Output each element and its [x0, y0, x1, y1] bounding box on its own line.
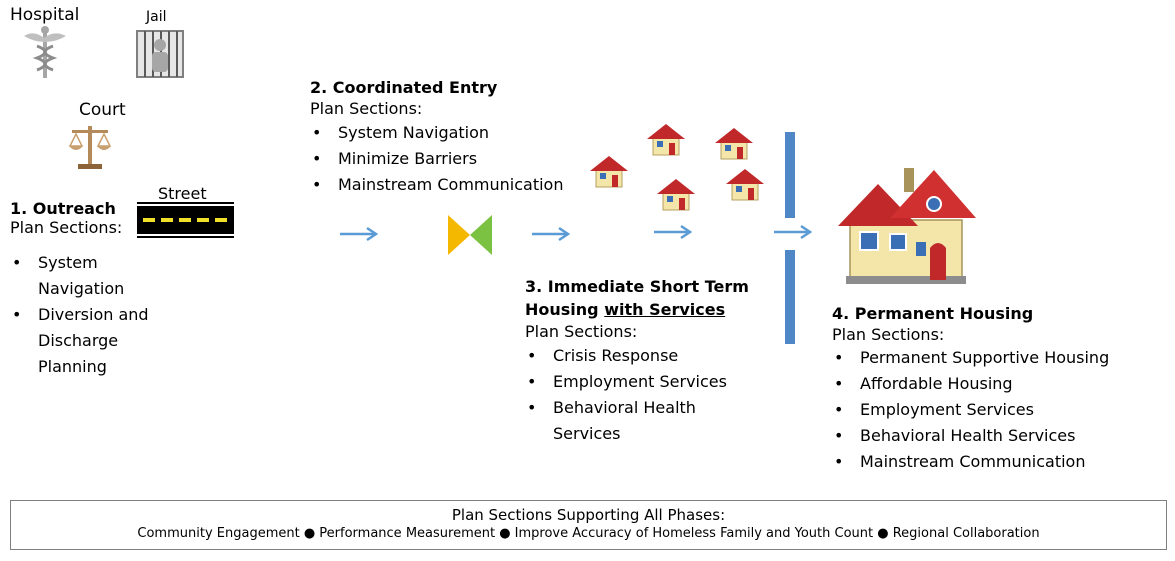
- permanent-housing-item: Mainstream Communication: [832, 449, 1109, 475]
- short-term-title-services: with Services: [604, 300, 726, 319]
- scales-icon: [68, 126, 112, 169]
- short-term-item-text: Behavioral Health: [553, 398, 696, 417]
- barrier-bar-top: [785, 132, 795, 218]
- short-term-item-text: Services: [553, 424, 621, 443]
- coordinated-entry-title: 2. Coordinated Entry: [310, 78, 498, 97]
- house-icon: [726, 169, 764, 201]
- flow-arrow-icon: [774, 224, 813, 240]
- outreach-section: 1. Outreach Plan Sections:: [10, 199, 122, 237]
- outreach-item: System: [38, 253, 98, 272]
- permanent-housing-item: Behavioral Health Services: [832, 423, 1109, 449]
- coordinated-entry-item: Mainstream Communication: [310, 172, 563, 198]
- short-term-item: Employment Services: [525, 369, 749, 395]
- street-label: Street: [158, 184, 207, 203]
- outreach-list: • System Navigation • Diversion and Disc…: [12, 253, 149, 376]
- supporting-phases-list: Community Engagement ● Performance Measu…: [137, 526, 1040, 541]
- permanent-housing-subtitle: Plan Sections:: [832, 325, 945, 344]
- permanent-housing-section: 4. Permanent Housing Plan Sections: Perm…: [832, 304, 1109, 475]
- coordinated-entry-item: Minimize Barriers: [310, 146, 563, 172]
- outreach-item: Planning: [38, 357, 107, 376]
- house-icon: [590, 156, 628, 188]
- flow-arrow-icon: [340, 226, 379, 242]
- short-term-title-housing: Housing: [525, 300, 605, 319]
- court-label: Court: [79, 100, 126, 120]
- caduceus-icon: [24, 26, 66, 78]
- outreach-title: 1. Outreach: [10, 199, 116, 218]
- outreach-item: Discharge: [38, 331, 119, 350]
- outreach-item: Diversion and: [38, 305, 149, 324]
- permanent-housing-title: 4. Permanent Housing: [832, 304, 1034, 323]
- supporting-phases-box: Plan Sections Supporting All Phases: Com…: [10, 500, 1167, 550]
- house-icon: [715, 128, 753, 160]
- outreach-item: Navigation: [38, 279, 125, 298]
- short-term-title: 3. Immediate Short Term: [525, 277, 749, 296]
- permanent-housing-item: Employment Services: [832, 397, 1109, 423]
- jail-icon: [136, 30, 184, 78]
- coordinated-entry-subtitle: Plan Sections:: [310, 99, 423, 118]
- short-term-section: 3. Immediate Short Term Housing with Ser…: [525, 277, 749, 447]
- flow-arrow-icon: [654, 224, 693, 240]
- outreach-subtitle: Plan Sections:: [10, 218, 123, 237]
- short-term-title-line2: Housing with Services: [525, 300, 749, 319]
- permanent-house-icon: [838, 168, 976, 284]
- valve-icon: [448, 215, 492, 255]
- coordinated-entry-item: System Navigation: [310, 120, 563, 146]
- house-icon: [657, 179, 695, 211]
- house-icon: [647, 124, 685, 156]
- coordinated-entry-section: 2. Coordinated Entry Plan Sections: Syst…: [310, 78, 563, 198]
- flow-arrow-icon: [532, 226, 571, 242]
- jail-label: Jail: [146, 9, 167, 25]
- barrier-bar-bottom: [785, 250, 795, 344]
- short-term-subtitle: Plan Sections:: [525, 322, 638, 341]
- permanent-housing-item: Permanent Supportive Housing: [832, 345, 1109, 371]
- supporting-phases-title: Plan Sections Supporting All Phases:: [451, 506, 726, 524]
- street-icon: [137, 202, 234, 238]
- hospital-label: Hospital: [10, 5, 80, 25]
- permanent-housing-item: Affordable Housing: [832, 371, 1109, 397]
- short-term-item: Crisis Response: [525, 343, 749, 369]
